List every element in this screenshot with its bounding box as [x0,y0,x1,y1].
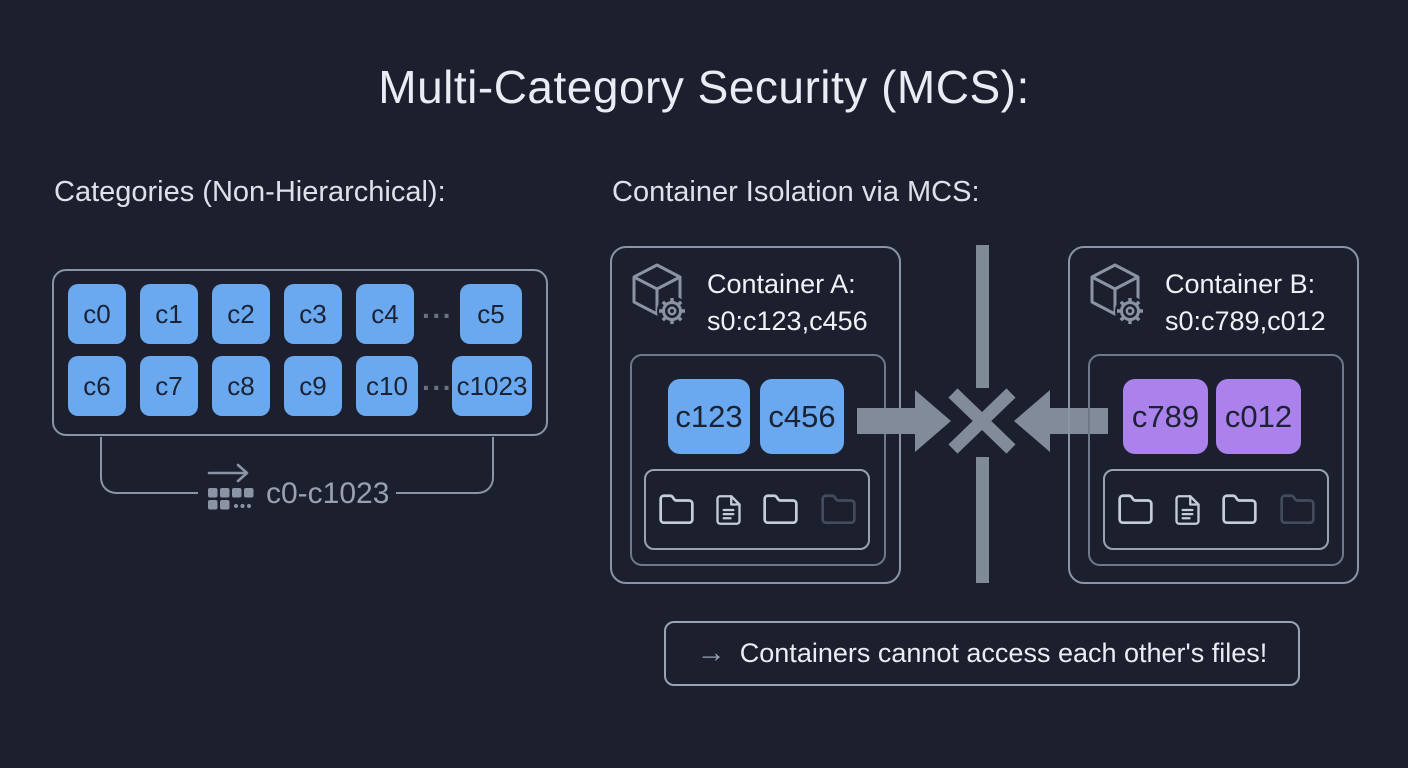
category-chip: c1023 [452,356,532,416]
container-a-name: Container A: [707,269,856,299]
category-chip: c1 [140,284,198,344]
container-b-box: Container B: s0:c789,c012 c789 c012 [1068,246,1359,584]
container-a-context: s0:c123,c456 [707,306,868,336]
note-arrow-icon: → [696,637,726,669]
folder-icon [1217,491,1262,529]
package-gear-icon [626,261,688,327]
container-a-inner-box [630,354,886,566]
container-b-context: s0:c789,c012 [1165,306,1326,336]
categories-expand-icon [206,462,256,520]
category-chip: c6 [68,356,126,416]
category-chip: c5 [460,284,522,344]
container-b-files-box [1103,469,1329,550]
category-chip: c012 [1216,379,1301,454]
folder-icon-dim [816,491,861,529]
category-grid-box [52,269,548,436]
folder-icon [654,491,699,529]
category-chip: c0 [68,284,126,344]
category-chip: c3 [284,284,342,344]
container-b-inner-box [1088,354,1344,566]
note-text: Containers cannot access each other's fi… [739,638,1268,668]
isolation-wall-top [976,245,989,388]
category-chip: c456 [760,379,844,454]
container-a-files-box [644,469,870,550]
page-title: Multi-Category Security (MCS): [378,61,1030,113]
folder-icon [1113,491,1158,529]
category-range-label: c0-c1023 [266,477,390,510]
bracket-right-line [396,437,494,494]
categories-heading: Categories (Non-Hierarchical): [54,176,446,208]
isolation-note-box: → Containers cannot access each other's … [664,621,1300,686]
folder-icon [758,491,803,529]
isolation-wall-bottom [976,457,989,583]
bracket-left-line [100,437,198,494]
category-chip: c8 [212,356,270,416]
category-chip: c789 [1123,379,1208,454]
category-chip: c9 [284,356,342,416]
category-chip: c123 [668,379,750,454]
file-text-icon [1171,489,1204,531]
isolation-heading: Container Isolation via MCS: [612,176,980,208]
container-a-box: Container A: s0:c123,c456 c123 c456 [610,246,901,584]
file-text-icon [712,489,745,531]
ellipsis-dots: ··· [422,372,453,403]
access-arrow-left-icon [1012,388,1108,454]
blocked-cross-icon [944,388,1020,454]
category-chip: c7 [140,356,198,416]
package-gear-icon [1084,261,1146,327]
container-b-title-block: Container B: s0:c789,c012 [1165,266,1326,340]
access-arrow-right-icon [857,388,953,454]
category-chip: c4 [356,284,414,344]
folder-icon-dim [1275,491,1320,529]
category-chip: c10 [356,356,418,416]
container-b-name: Container B: [1165,269,1316,299]
category-chip: c2 [212,284,270,344]
container-a-title-block: Container A: s0:c123,c456 [707,266,868,340]
ellipsis-dots: ··· [422,300,453,331]
